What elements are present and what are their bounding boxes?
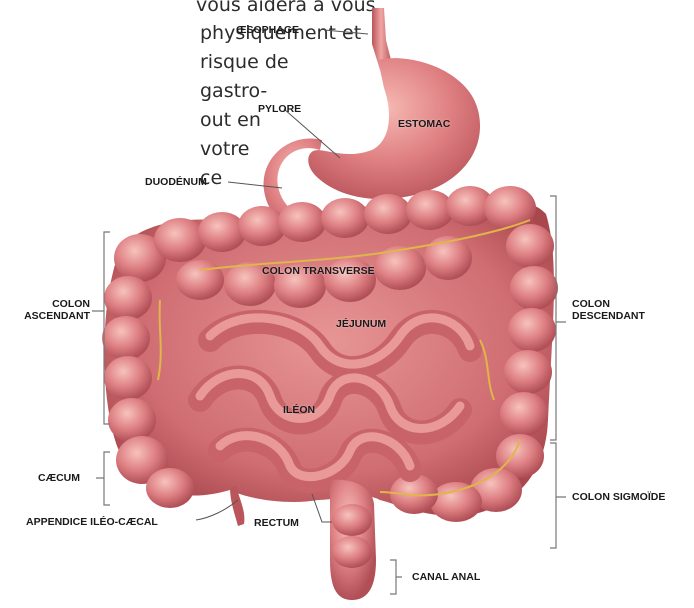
label-rectum: RECTUM (254, 517, 299, 529)
label-estomac: ESTOMAC (398, 118, 450, 130)
label-colon-descendant: COLON DESCENDANT (572, 298, 645, 322)
label-colon-transverse: COLON TRANSVERSE (262, 265, 375, 277)
label-appendice: APPENDICE ILÉO-CÆCAL (26, 516, 158, 528)
label-canal-anal: CANAL ANAL (412, 571, 480, 583)
label-caecum: CÆCUM (38, 472, 80, 484)
label-colon-sigmoide: COLON SIGMOÏDE (572, 491, 665, 503)
stomach-shape (308, 58, 480, 199)
label-colon-descendant-line1: COLON (572, 298, 645, 310)
label-colon-descendant-line2: DESCENDANT (572, 310, 645, 322)
label-oesophage: ŒSOPHAGE (236, 24, 299, 36)
label-jejunum: JÉJUNUM (336, 318, 386, 330)
label-colon-ascendant-line1: COLON (6, 298, 90, 310)
label-pylore: PYLORE (258, 103, 301, 115)
label-colon-ascendant-line2: ASCENDANT (6, 310, 90, 322)
label-duodenum: DUODÉNUM (145, 176, 207, 188)
label-colon-ascendant: COLON ASCENDANT (6, 298, 90, 322)
label-ileon: ILÉON (283, 404, 315, 416)
